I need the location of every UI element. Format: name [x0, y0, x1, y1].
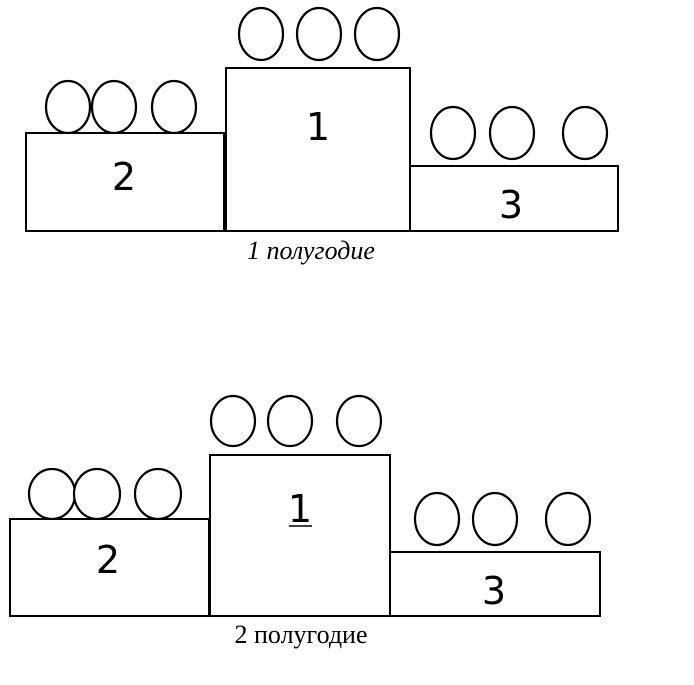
- place-number-third: 3: [482, 569, 506, 613]
- place-number-third: 3: [499, 183, 523, 227]
- figures-place-2: [44, 79, 198, 135]
- figure-oval: [488, 105, 536, 161]
- figures-place-3: [413, 491, 592, 547]
- figures-place-1: [237, 6, 401, 62]
- figure-oval: [335, 394, 383, 448]
- podium-block-second: [9, 518, 210, 617]
- podium-block-third: [409, 165, 619, 232]
- figure-oval: [44, 79, 92, 135]
- caption-half-year-1: 1 полугодие: [247, 236, 375, 265]
- podium-block-third: [389, 551, 601, 617]
- figure-oval: [209, 394, 257, 448]
- figures-place-2: [27, 467, 183, 521]
- place-number-first: 1: [306, 105, 330, 149]
- figure-oval: [353, 6, 401, 62]
- podium-diagram-1: 2 1 3 1 полугодие: [25, 6, 619, 265]
- caption-half-year-2: 2 полугодие: [235, 620, 368, 649]
- podium-block-first: [225, 67, 411, 232]
- figures-place-1: [209, 394, 383, 448]
- figure-oval: [471, 491, 519, 547]
- place-number-second: 2: [112, 155, 136, 199]
- figure-oval: [295, 6, 343, 62]
- figure-oval: [72, 467, 122, 521]
- figure-oval: [266, 394, 314, 448]
- podium-diagram-2: 2 1 3 2 полугодие: [9, 394, 601, 649]
- podium-block-first: [209, 454, 391, 617]
- place-number-second: 2: [96, 538, 120, 582]
- figure-oval: [27, 467, 77, 521]
- figure-oval: [413, 491, 461, 547]
- figures-place-3: [429, 105, 609, 161]
- figure-oval: [429, 105, 477, 161]
- figure-oval: [90, 79, 138, 135]
- figure-oval: [150, 79, 198, 135]
- place-number-first: 1: [288, 487, 312, 531]
- figure-oval: [561, 105, 609, 161]
- figure-oval: [237, 6, 285, 62]
- podium-block-second: [25, 132, 225, 232]
- figure-oval: [544, 491, 592, 547]
- figure-oval: [133, 467, 183, 521]
